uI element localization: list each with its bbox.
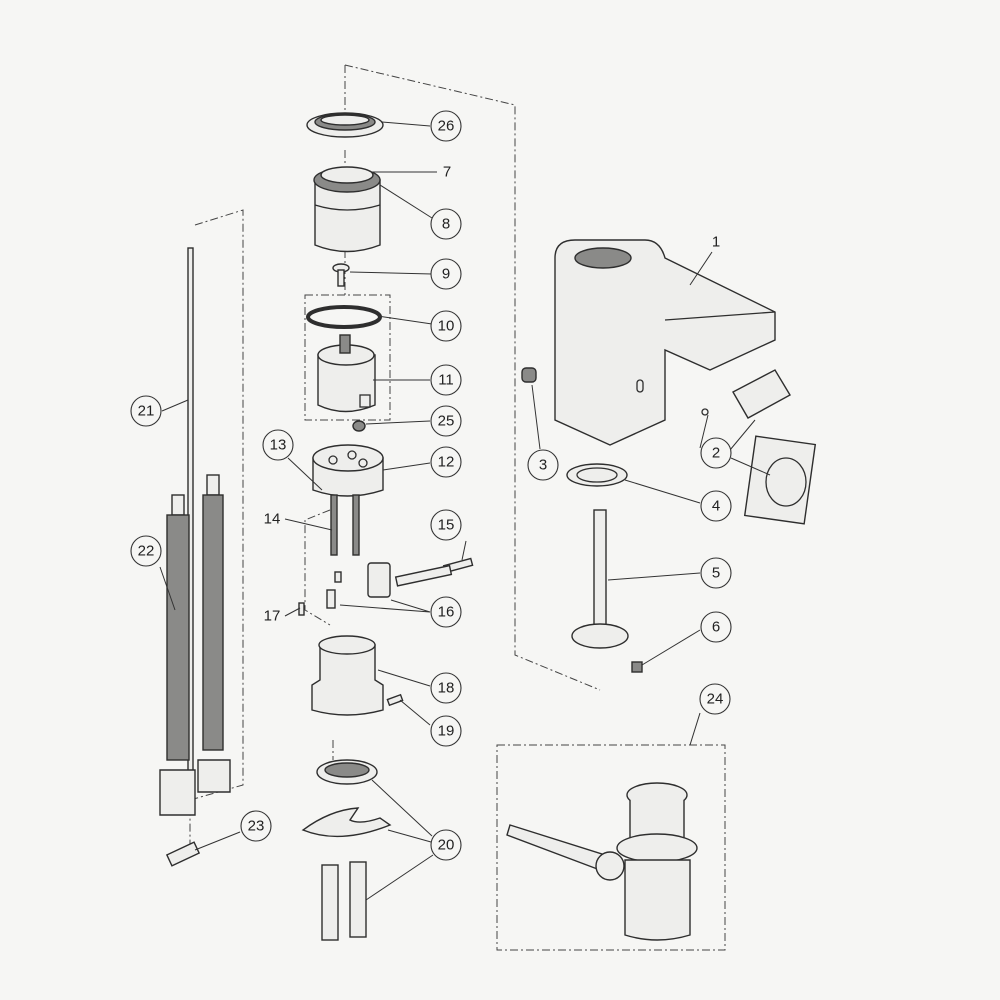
callout-11: 11 (430, 364, 462, 396)
svg-text:21: 21 (138, 403, 155, 420)
callout-9: 9 (430, 258, 462, 290)
assembly-outline-main (344, 64, 601, 691)
waste-group-box (496, 744, 726, 951)
callout-26: 26 (430, 110, 462, 142)
part-20-fixing-kit (301, 759, 392, 941)
callout-4: 4 (700, 490, 732, 522)
part-10-o-ring (306, 305, 382, 329)
callout-2: 2 (700, 437, 732, 469)
part-2-cover-plate (701, 369, 817, 525)
svg-text:24: 24 (707, 691, 724, 708)
callout-5: 5 (700, 557, 732, 589)
svg-text:6: 6 (712, 619, 720, 636)
callout-24: 24 (699, 683, 731, 715)
callout-10: 10 (430, 310, 462, 342)
svg-text:17: 17 (264, 608, 281, 625)
callout-22: 22 (130, 535, 162, 567)
svg-text:14: 14 (264, 511, 281, 528)
part-12-base (312, 444, 384, 497)
part-23-adapter (165, 841, 201, 867)
callout-16: 16 (430, 596, 462, 628)
cartridge-group-box (304, 294, 391, 421)
leader-lines (159, 121, 771, 901)
assembly-outline-14 (304, 509, 331, 626)
assembly-outline-left (189, 209, 244, 850)
callout-1: 1 (712, 234, 720, 251)
callout-13: 13 (262, 429, 294, 461)
callout-19: 19 (430, 715, 462, 747)
svg-text:1: 1 (712, 234, 720, 251)
svg-text:26: 26 (438, 118, 455, 135)
svg-text:2: 2 (712, 445, 720, 462)
svg-text:8: 8 (442, 216, 450, 233)
callout-6: 6 (700, 611, 732, 643)
svg-text:10: 10 (438, 318, 455, 335)
part-4-washer (566, 463, 628, 487)
svg-text:13: 13 (270, 437, 287, 454)
part-22-flexible-hoses (159, 474, 231, 816)
callout-23: 23 (240, 810, 272, 842)
svg-text:20: 20 (438, 837, 455, 854)
part-11-cartridge (317, 334, 376, 413)
part-19-screw (386, 693, 404, 707)
part-3-nozzle (521, 367, 537, 383)
part-1-basin-mixer-body (554, 239, 776, 446)
svg-text:16: 16 (438, 604, 455, 621)
svg-text:25: 25 (438, 413, 455, 430)
part-17-pin (298, 602, 305, 616)
svg-text:15: 15 (438, 517, 455, 534)
part-8-housing (313, 166, 381, 253)
svg-text:19: 19 (438, 723, 455, 740)
callout-3: 3 (527, 449, 559, 481)
callout-7: 7 (443, 164, 451, 181)
callout-8: 8 (430, 208, 462, 240)
part-6-nut (631, 661, 643, 673)
svg-text:5: 5 (712, 565, 720, 582)
callout-14: 14 (264, 511, 281, 528)
callout-15: 15 (430, 509, 462, 541)
callout-21: 21 (130, 395, 162, 427)
callout-12: 12 (430, 446, 462, 478)
part-24-pop-up-waste (506, 782, 698, 941)
part-18-sleeve (311, 635, 384, 716)
part-14-studs (330, 494, 360, 556)
svg-text:3: 3 (539, 457, 547, 474)
part-9-screw (332, 263, 350, 287)
callout-20: 20 (430, 829, 462, 861)
callout-18: 18 (430, 672, 462, 704)
svg-text:4: 4 (712, 498, 720, 515)
svg-text:7: 7 (443, 164, 451, 181)
svg-text:23: 23 (248, 818, 265, 835)
svg-text:22: 22 (138, 543, 155, 560)
svg-text:11: 11 (438, 372, 454, 389)
part-5-pop-up-stem (571, 509, 629, 649)
svg-text:18: 18 (438, 680, 455, 697)
part-26-ring (306, 112, 384, 138)
callout-17: 17 (264, 608, 281, 625)
part-25-seal (352, 420, 366, 432)
callout-25: 25 (430, 405, 462, 437)
svg-text:9: 9 (442, 266, 450, 283)
svg-text:12: 12 (438, 454, 455, 471)
part-16-lever-assembly (326, 562, 453, 609)
